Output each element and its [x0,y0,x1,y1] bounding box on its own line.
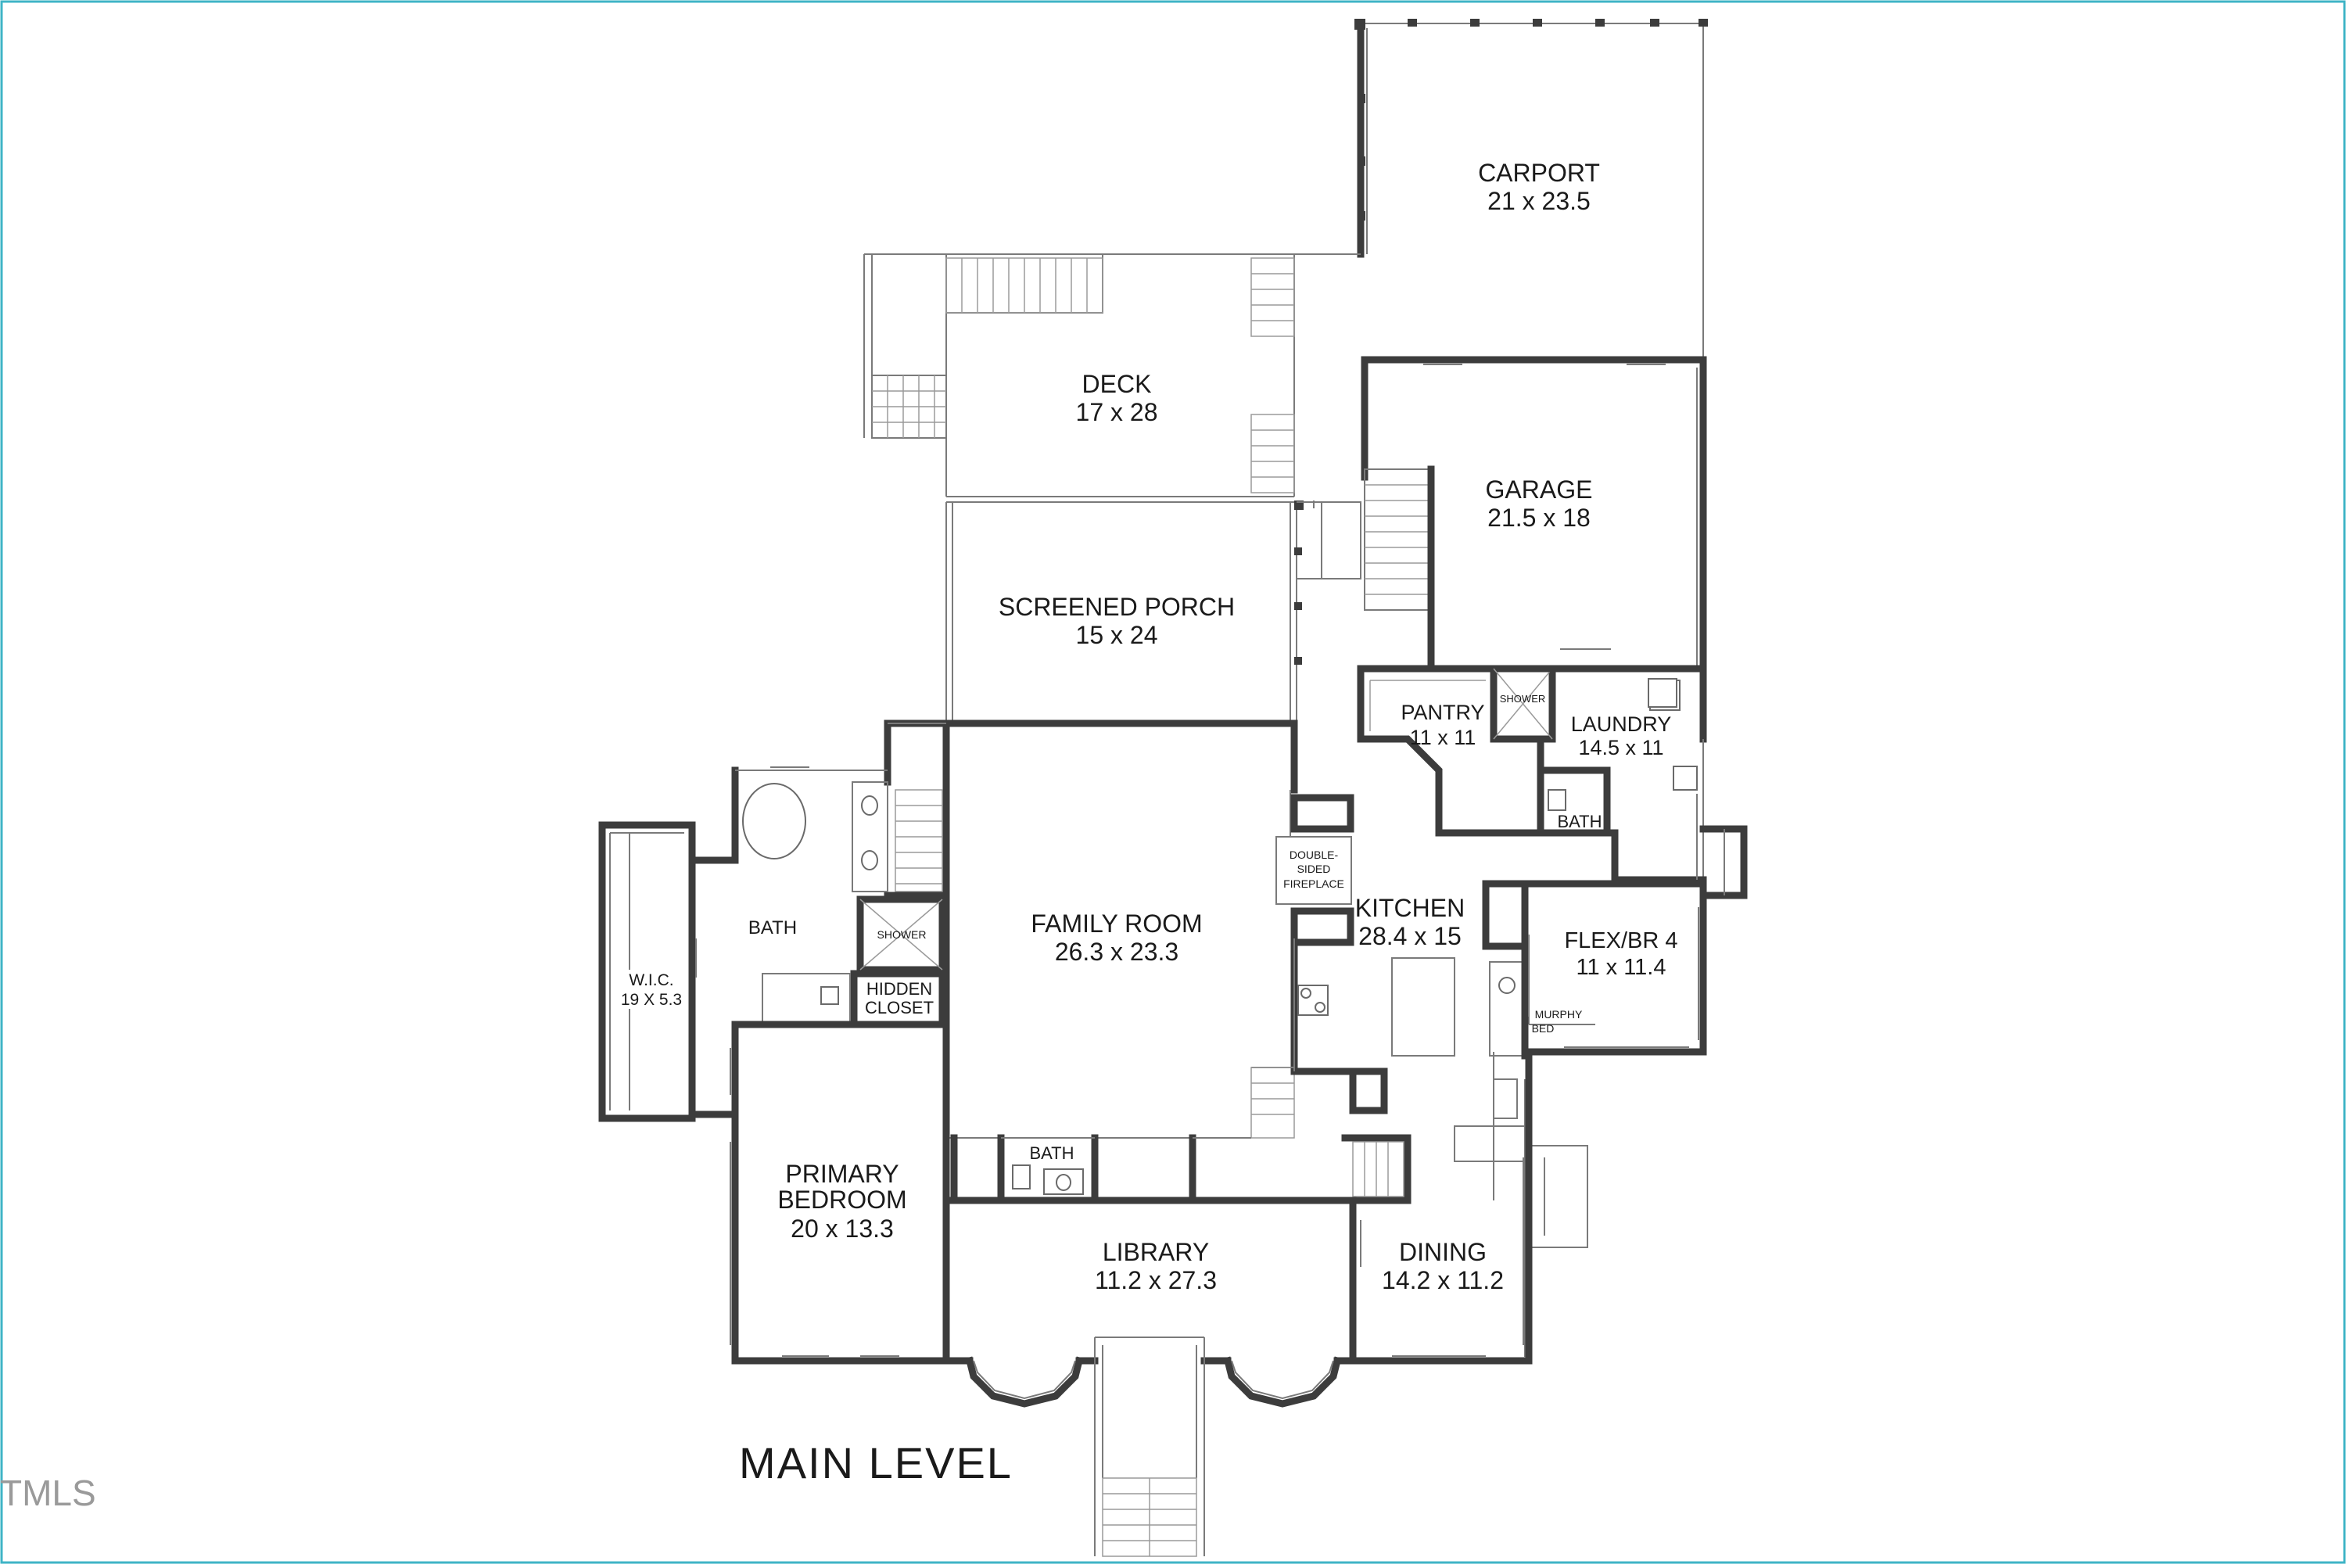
kitchen-label: KITCHEN [1355,894,1465,922]
laundry-shower-label: SHOWER [1500,693,1546,705]
watermark: TMLS [0,1473,96,1513]
primary-shower-label: SHOWER [877,928,927,941]
center-bath-area [942,1134,1412,1204]
laundry-size: 14.5 x 11 [1578,736,1663,759]
fireplace-label-1: DOUBLE- [1290,849,1339,861]
wic-size: 19 X 5.3 [621,991,682,1009]
carport-area [1354,19,1708,360]
garage-area [1361,356,1707,673]
screened-porch-size: 15 x 24 [1076,621,1158,649]
room-labels: CARPORT 21 x 23.5 DECK 17 x 28 GARAGE 21… [621,159,1678,1294]
family-room-size: 26.3 x 23.3 [1055,938,1178,966]
hidden-closet-label-1: HIDDEN [866,979,932,999]
fireplace-label-2: SIDED [1297,863,1331,875]
laundry-label: LAUNDRY [1571,712,1672,736]
kitchen-wing [1290,648,1748,1248]
murphy-bed-label-2: BED [1532,1022,1555,1035]
library-size: 11.2 x 27.3 [1095,1266,1217,1294]
kitchen-size: 28.4 x 15 [1358,922,1462,950]
laundry-bath-label: BATH [1557,812,1602,831]
center-bath-label: BATH [1029,1143,1074,1163]
murphy-bed-label-1: MURPHY [1535,1008,1583,1021]
primary-suite-area [598,719,950,1365]
carport-size: 21 x 23.5 [1487,187,1591,215]
deck-size: 17 x 28 [1076,398,1158,426]
library-dining-area [942,1048,1533,1557]
carport-label: CARPORT [1478,159,1600,187]
deck-area [863,253,1361,503]
primary-bath-label: BATH [748,917,797,938]
hidden-closet-label-2: CLOSET [865,998,934,1017]
garage-label: GARAGE [1486,475,1593,504]
fireplace-label-3: FIREPLACE [1283,877,1344,890]
plan-title: MAIN LEVEL [739,1438,1013,1487]
dining-size: 14.2 x 11.2 [1382,1266,1504,1294]
wic-label: W.I.C. [629,971,673,989]
flex-br4-label: FLEX/BR 4 [1564,928,1677,953]
primary-bedroom-label-2: BEDROOM [777,1186,906,1214]
primary-bedroom-size: 20 x 13.3 [791,1215,894,1243]
fireplace [1275,794,1354,946]
flex-br4-size: 11 x 11.4 [1576,955,1666,980]
fixture-labels: BATH BATH BATH SHOWER SHOWER HIDDEN CLOS… [748,693,1602,1163]
library-label: LIBRARY [1103,1238,1209,1266]
family-room-label: FAMILY ROOM [1031,910,1202,938]
pantry-size: 11 x 11 [1410,726,1476,749]
deck-label: DECK [1082,370,1152,398]
screened-porch-area [945,501,1361,723]
pantry-label: PANTRY [1401,701,1484,724]
screened-porch-label: SCREENED PORCH [999,593,1235,621]
dining-label: DINING [1399,1238,1487,1266]
primary-bedroom-label: PRIMARY [785,1160,899,1188]
garage-size: 21.5 x 18 [1487,504,1591,532]
